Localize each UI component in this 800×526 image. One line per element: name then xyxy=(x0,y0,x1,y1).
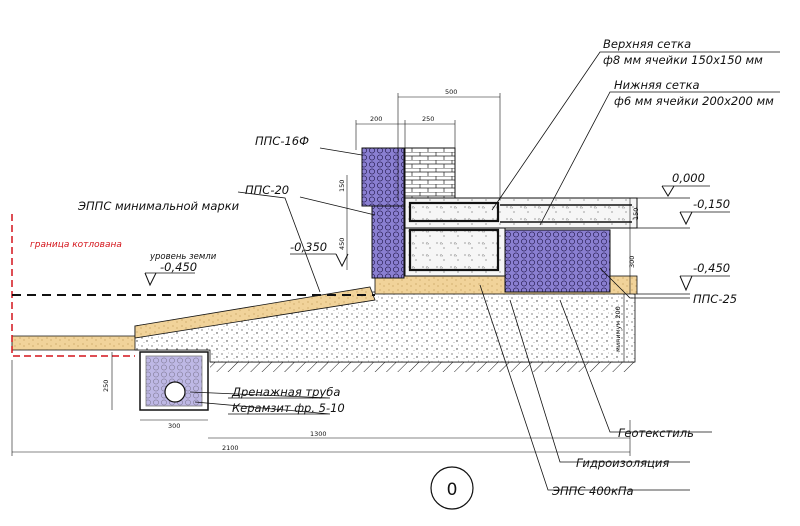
dim-500: 500 xyxy=(445,88,457,96)
pps25-block xyxy=(504,229,611,293)
dim-250v: 250 xyxy=(102,380,110,392)
level-450b-label: -0,450 xyxy=(693,261,730,275)
rebar-cage-top xyxy=(408,201,500,223)
level-150-label: -0,150 xyxy=(693,197,730,211)
leader-lines xyxy=(189,51,780,491)
pps16-label: ППС-16Ф xyxy=(255,134,309,148)
level-150-marker xyxy=(679,211,730,226)
epps-400-label: ЭППС 400кПа xyxy=(551,484,634,498)
gravel-bed xyxy=(134,291,636,363)
dim-450v: 450 xyxy=(338,238,346,250)
dim-150v: 150 xyxy=(338,180,346,192)
dim-150r: 150 xyxy=(632,208,640,220)
drain-pipe-label: Дренажная труба xyxy=(231,385,340,399)
dim-200: 200 xyxy=(370,115,382,123)
waterproofing-label: Гидроизоляция xyxy=(576,456,669,470)
level-350-label: -0,350 xyxy=(290,240,327,254)
keramzit-label: Керамзит фр. 5-10 xyxy=(232,401,345,415)
dim-1300: 1300 xyxy=(310,430,327,438)
bottom-mesh-title: Нижняя сетка xyxy=(614,78,700,92)
brick-wall xyxy=(404,147,456,199)
keramzit-fill xyxy=(145,355,203,407)
level-450a-marker xyxy=(144,272,195,287)
pps20-label: ППС-20 xyxy=(245,183,289,197)
dim-2100: 2100 xyxy=(222,444,239,452)
geotextile-label: Геотекстиль xyxy=(618,426,694,440)
dim-250: 250 xyxy=(422,115,434,123)
level-450b-marker xyxy=(679,275,730,292)
dim-300r: 300 xyxy=(628,256,636,268)
section-circle-marker: 0 xyxy=(430,466,474,510)
pit-border-line xyxy=(11,214,135,357)
level-0-marker xyxy=(661,185,710,197)
svg-text:0: 0 xyxy=(447,480,458,500)
top-mesh-spec: ф8 мм ячейки 150х150 мм xyxy=(603,53,763,67)
dimension-lines xyxy=(11,93,631,456)
level-0-label: 0,000 xyxy=(672,171,705,185)
dim-300: 300 xyxy=(168,422,180,430)
level-450a-label: -0,450 xyxy=(160,260,197,274)
rebar-cage-bottom xyxy=(408,228,500,272)
pit-border-label: граница котлована xyxy=(30,240,122,250)
pps16-wall xyxy=(361,147,405,207)
pps25-label: ППС-25 xyxy=(693,292,737,306)
epps-min-label: ЭППС минимальной марки xyxy=(77,199,240,213)
dim-min200: минимум 200 xyxy=(614,306,622,352)
pps20-wall xyxy=(371,197,405,279)
ground-hatch xyxy=(210,362,635,372)
level-350-marker xyxy=(290,253,349,268)
bottom-mesh-spec: ф6 мм ячейки 200х200 мм xyxy=(614,94,774,108)
ground-level-label: уровень земли xyxy=(149,252,217,262)
top-mesh-title: Верхняя сетка xyxy=(603,37,691,51)
epps-slope xyxy=(134,286,376,339)
concrete-beam xyxy=(404,227,506,277)
drain-pipe xyxy=(164,381,186,403)
